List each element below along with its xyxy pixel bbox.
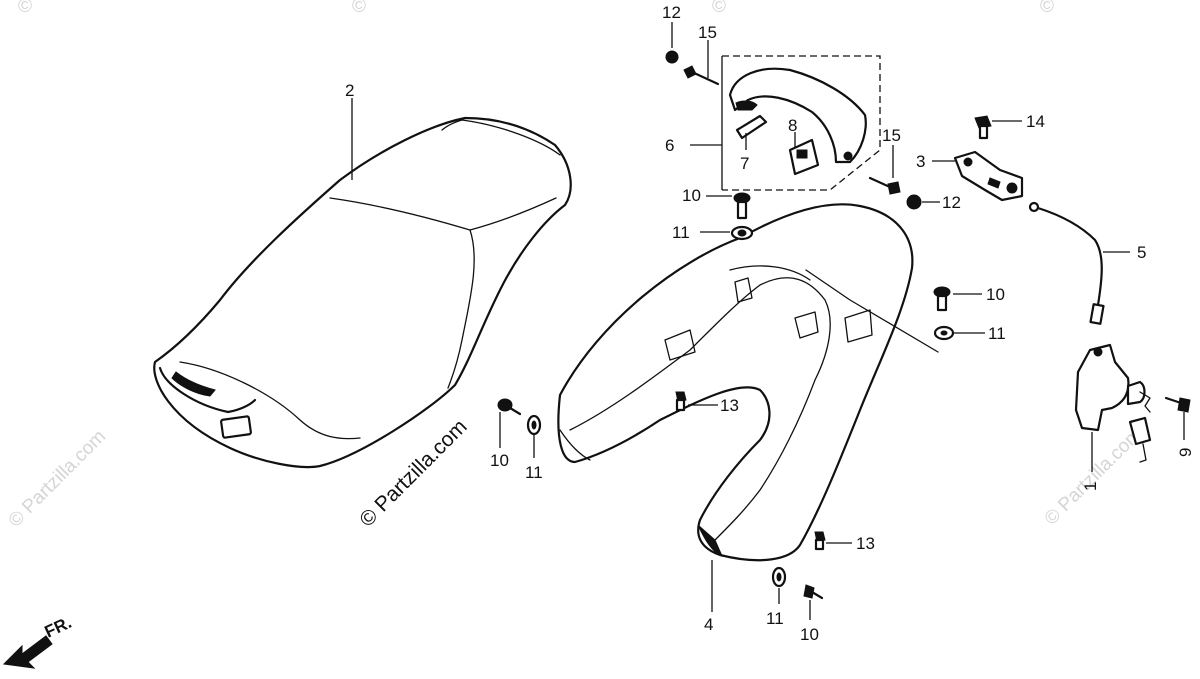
- callout-13-lower: 13: [856, 534, 875, 553]
- screw-10-seat: [497, 398, 522, 416]
- grab-rail-assembly: [721, 55, 881, 191]
- lock-part-1: [1074, 343, 1152, 463]
- callout-10-upper: 10: [682, 186, 701, 205]
- screw-10-right: [933, 286, 951, 312]
- callout-15-right: 15: [882, 126, 901, 145]
- callout-11-upper: 11: [672, 223, 690, 242]
- callout-8: 8: [788, 116, 797, 135]
- callout-6: 6: [665, 136, 674, 155]
- watermark-corner-top-mid: ©: [352, 0, 366, 17]
- seat-part-2: [153, 116, 572, 469]
- callout-10-bottom: 10: [800, 625, 819, 644]
- callout-15-top: 15: [698, 23, 717, 42]
- nut-12-top: [665, 50, 679, 64]
- callout-12-right: 12: [942, 193, 961, 212]
- cable-part-5: [1028, 201, 1105, 325]
- rear-cowl-part-4: [557, 203, 939, 562]
- callout-4: 4: [704, 615, 713, 634]
- screw-13-upper: [675, 391, 687, 412]
- front-direction-arrow-icon: [2, 635, 53, 669]
- callout-13-upper: 13: [720, 396, 739, 415]
- grommet-11-upper: [730, 225, 754, 241]
- callout-10-seat: 10: [490, 451, 509, 470]
- watermark-corner-top-left: ©: [18, 0, 32, 17]
- screw-10-upper: [733, 192, 751, 220]
- bolt-14: [974, 115, 992, 140]
- watermark-faint-right: © Partzilla.com: [1041, 424, 1146, 529]
- screw-9: [1164, 396, 1191, 413]
- callout-7: 7: [740, 154, 749, 173]
- bracket-part-3: [953, 150, 1024, 202]
- callout-11-seat: 11: [525, 463, 543, 482]
- callout-11-bottom: 11: [766, 609, 784, 628]
- callout-11-right: 11: [988, 324, 1006, 343]
- callout-2: 2: [345, 81, 354, 100]
- grommet-11-right: [933, 325, 955, 341]
- callout-14: 14: [1026, 112, 1045, 131]
- bolt-15-right: [868, 176, 901, 195]
- screw-13-lower: [814, 531, 826, 551]
- callout-10-right: 10: [986, 285, 1005, 304]
- callout-5: 5: [1137, 243, 1146, 262]
- callout-9: 9: [1176, 448, 1195, 457]
- watermark-faint-left: © Partzilla.com: [5, 426, 110, 531]
- callout-3: 3: [916, 152, 925, 171]
- grommet-11-bottom: [771, 566, 787, 588]
- nut-12-right: [906, 194, 922, 210]
- watermark-corner-top-far-right: ©: [1040, 0, 1054, 17]
- callout-12-top: 12: [662, 3, 681, 22]
- bolt-15-top: [683, 65, 720, 86]
- grommet-11-seat: [526, 414, 542, 436]
- callout-1: 1: [1081, 482, 1100, 491]
- screw-10-bottom: [803, 584, 824, 600]
- watermark-corner-top-right: ©: [712, 0, 726, 17]
